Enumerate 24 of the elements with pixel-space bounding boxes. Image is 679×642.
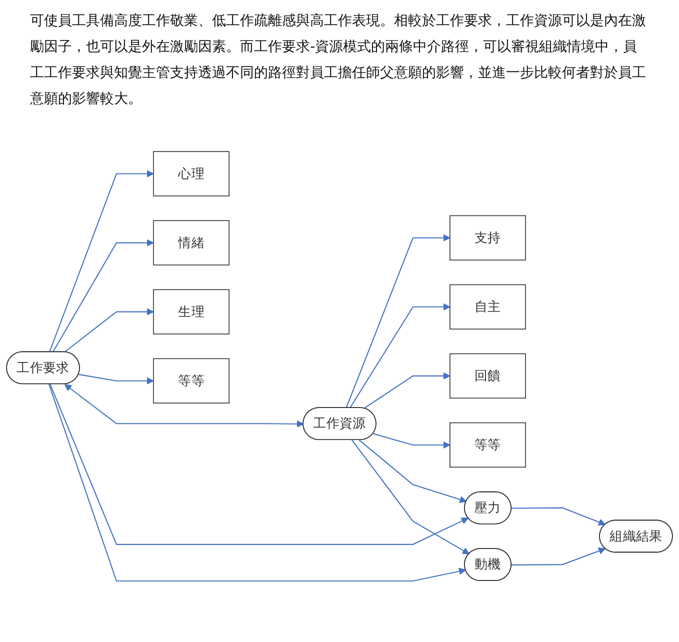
node-box: 支持: [450, 214, 526, 260]
arrow: [511, 507, 606, 526]
node-box: 自主: [450, 284, 526, 330]
node-box: 等等: [153, 358, 230, 404]
body-paragraph: 可使員工具備高度工作敬業、低工作疏離感與高工作表現。相較於工作要求，工作資源可以是內在激勵因子，也可以是外在激勵因素。而工作要求-資源模式的兩條中介路徑，可以審視組織情境中，員工工作要求與知覺主管支持透過不同的路徑對員工擔任師父意願的影響，並進一步比較何者對於員工意願的影響較大。: [30, 12, 647, 109]
arrow: [78, 374, 154, 384]
arrow: [48, 384, 466, 582]
node-box: 等等: [450, 422, 526, 468]
arrow: [364, 372, 450, 409]
arrow: [358, 439, 467, 503]
arrow: [511, 547, 606, 566]
arrow: [352, 439, 470, 554]
arrow: [64, 308, 154, 352]
arrow: [50, 384, 468, 545]
arrow: [49, 170, 154, 352]
arrow: [372, 432, 450, 448]
arrow: [346, 234, 450, 408]
node-box: 回饋: [450, 353, 526, 398]
node-box: 情緒: [153, 220, 230, 266]
arrow: [350, 303, 450, 408]
node-box: 心理: [153, 150, 230, 196]
arrow: [52, 238, 154, 352]
node-box: 生理: [153, 288, 230, 334]
arrow: [64, 384, 304, 428]
